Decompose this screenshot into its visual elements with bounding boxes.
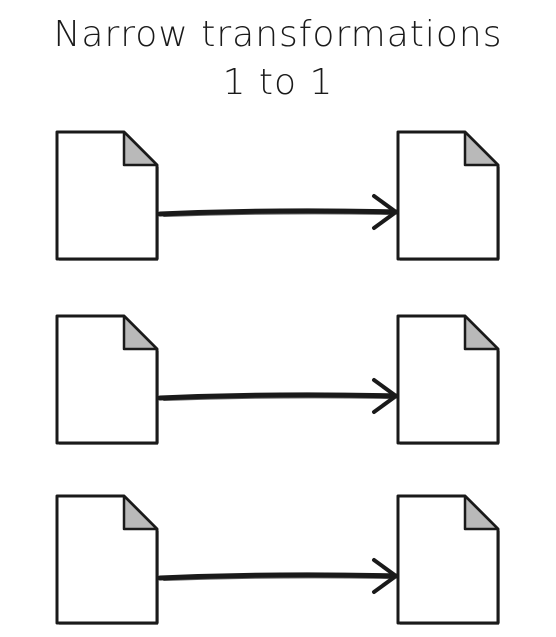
transformation-row [55,314,500,445]
diagram-subtitle: 1 to 1 [222,62,334,103]
transformation-row [55,494,500,625]
target-document-icon [396,314,500,445]
transformation-row [55,130,500,261]
diagram-title: Narrow transformations [53,14,503,55]
source-document-icon [55,130,159,261]
source-document-icon [55,314,159,445]
target-document-icon [396,130,500,261]
target-document-icon [396,494,500,625]
mapping-arrow [157,558,399,594]
source-document-icon [55,494,159,625]
mapping-arrow [157,194,399,230]
mapping-arrow [157,378,399,414]
